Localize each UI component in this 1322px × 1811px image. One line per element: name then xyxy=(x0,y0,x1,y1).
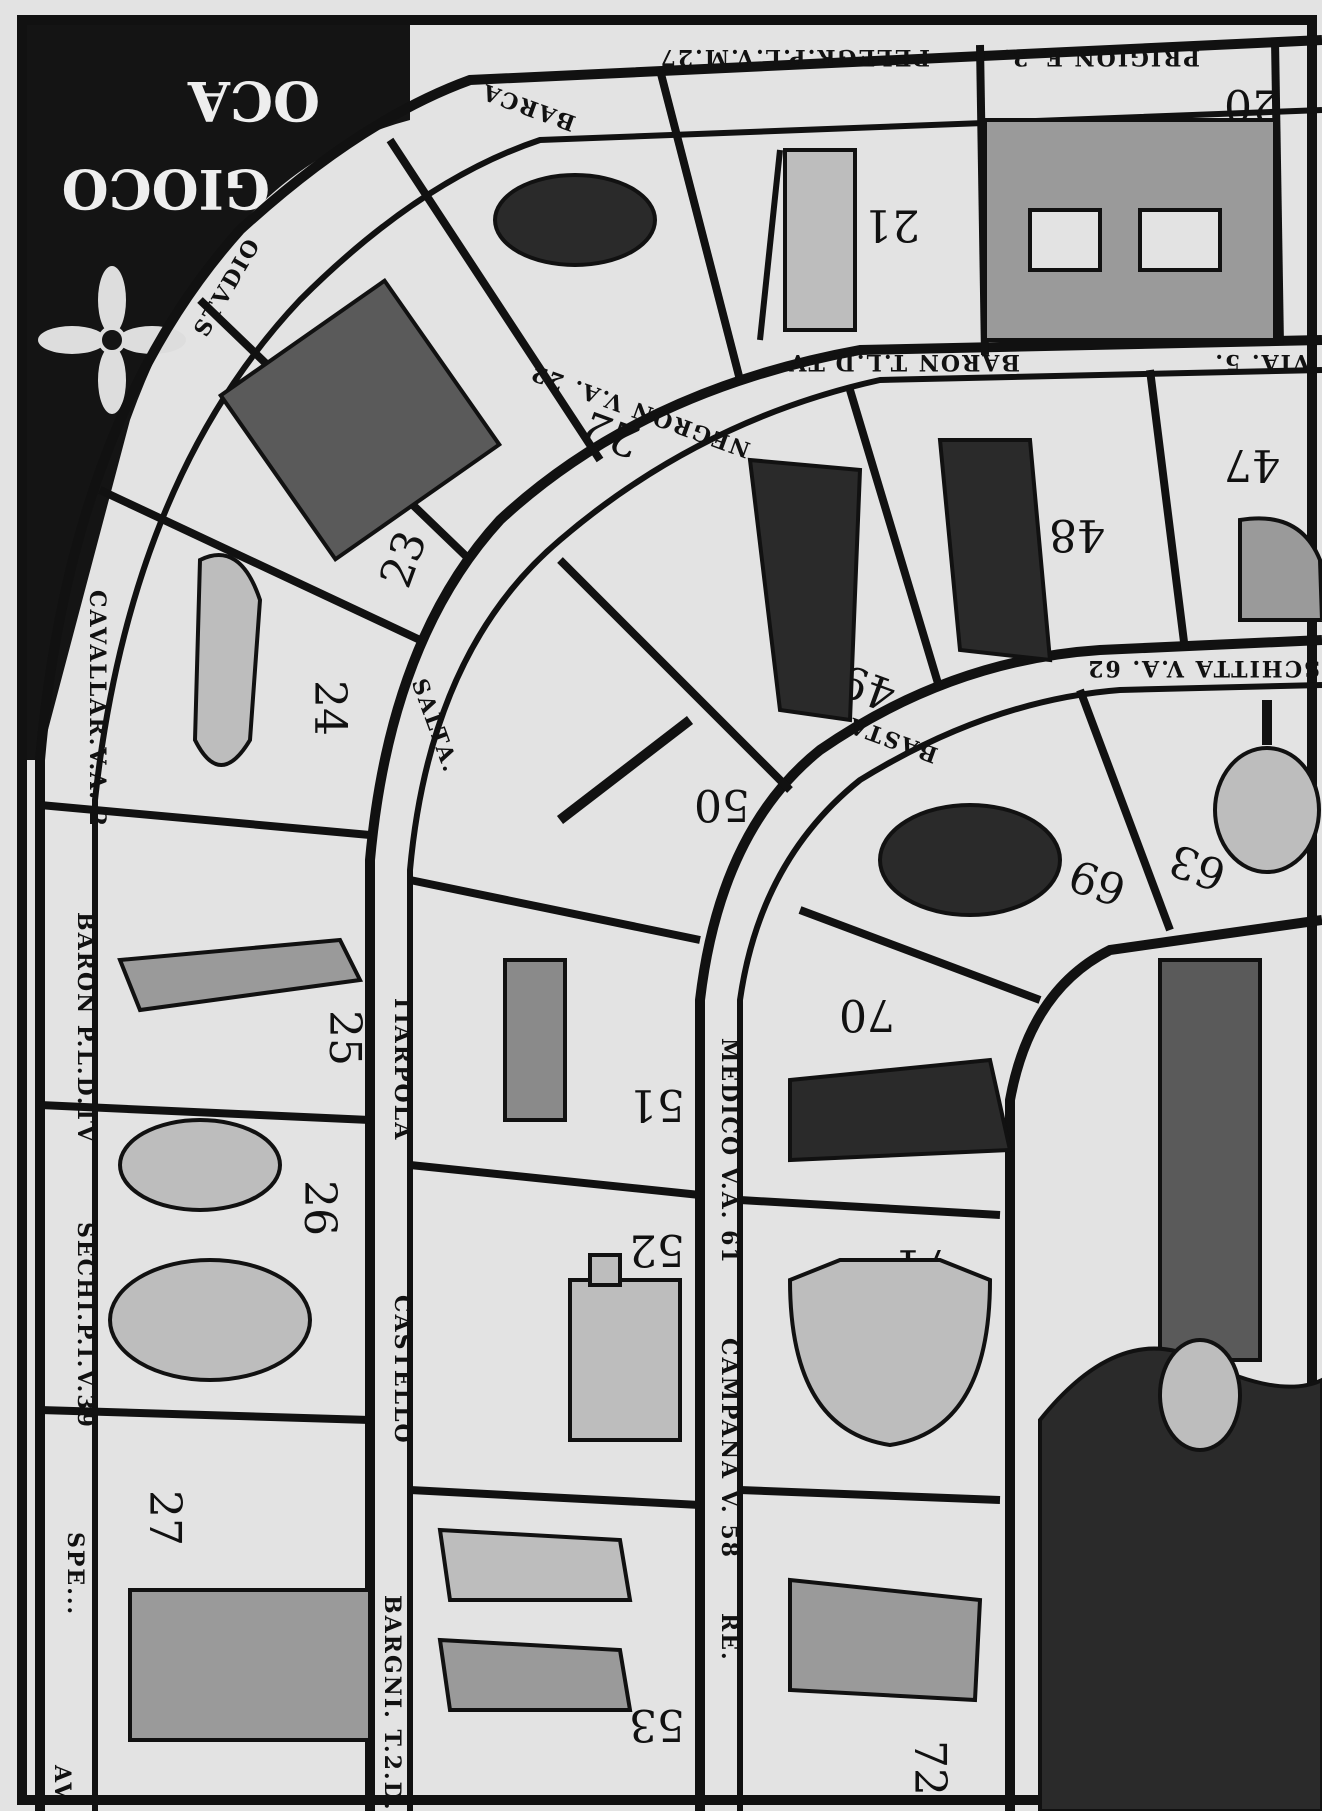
cup-icon xyxy=(878,803,1062,917)
board-title-upper: OCA xyxy=(187,69,320,133)
baron-48-figure-icon xyxy=(937,438,1053,663)
middle-track xyxy=(407,367,1322,1811)
number-72: 72 xyxy=(904,1740,955,1796)
title-corner xyxy=(27,25,410,760)
inn-icon xyxy=(128,1588,372,1742)
inner-dividers xyxy=(739,688,1174,1504)
castle-icon xyxy=(568,1253,682,1442)
label-25: BARON P.L.D.TV xyxy=(72,912,98,1144)
racket-icon xyxy=(1213,700,1321,874)
figure-47-icon xyxy=(1238,516,1322,622)
number-47: 47 xyxy=(1224,439,1280,490)
edge-fragment: AV xyxy=(49,1764,75,1802)
label-26: SECHI.P.I.V.39 xyxy=(72,1222,98,1429)
space-pictures xyxy=(108,118,1322,1811)
label-47: VIA. 5. xyxy=(1213,349,1311,375)
inner-track xyxy=(737,682,1322,1811)
number-48: 48 xyxy=(1049,509,1105,560)
label-27: SPE... xyxy=(62,1532,88,1616)
label-70: MEDICO V.A. 61 xyxy=(716,1038,742,1265)
number-50: 50 xyxy=(694,779,750,830)
number-27: 27 xyxy=(139,1490,190,1546)
label-71: CAMPANA V. 58 xyxy=(716,1338,742,1559)
label-53: BARGNI. T.2.D.TVI xyxy=(379,1595,405,1811)
boat-icon xyxy=(493,173,657,267)
number-26: 26 xyxy=(294,1180,345,1236)
number-24: 24 xyxy=(304,680,355,736)
number-52: 52 xyxy=(629,1224,685,1275)
label-24: CAVALLAR.V.A. 2 xyxy=(84,590,110,828)
label-20: PRIGION F. 2. xyxy=(1001,44,1200,70)
label-48: BARON T.L.D.TV xyxy=(787,349,1020,375)
prison-icon xyxy=(983,118,1277,342)
board-frame xyxy=(17,15,1317,1805)
number-51: 51 xyxy=(629,1079,685,1130)
gauntlet-icon xyxy=(192,553,263,767)
baron-figure-icon xyxy=(117,937,364,1013)
study-desk-icon xyxy=(217,277,503,563)
number-53: 53 xyxy=(629,1699,685,1750)
trap-chair-icon xyxy=(503,958,567,1122)
doctor-figure-icon xyxy=(788,1057,1013,1163)
label-52: CASTELLO xyxy=(389,1295,415,1445)
jugs-icon xyxy=(108,1118,312,1382)
king-figure-icon xyxy=(788,1577,983,1703)
pilgrim-icon xyxy=(757,148,857,341)
bell-icon xyxy=(787,1258,993,1448)
hermit-scene-icon xyxy=(1038,958,1322,1811)
middle-dividers xyxy=(409,369,1189,1509)
label-62: SCHITTA V.A. 62 xyxy=(1086,655,1320,681)
outer-track xyxy=(35,35,1322,1811)
label-72: RE. xyxy=(716,1613,742,1662)
board-title-lower: GIOCO xyxy=(62,157,270,221)
negron-figure-icon xyxy=(747,457,863,723)
label-21: PELEGR.P.L.V.M.27 xyxy=(659,44,930,70)
outer-dividers xyxy=(39,39,1284,1424)
number-70: 70 xyxy=(839,989,895,1040)
number-25: 25 xyxy=(319,1010,370,1066)
leaping-figure-icon xyxy=(556,716,694,824)
two-figures-icon xyxy=(437,1527,633,1712)
flower-ornament-icon xyxy=(38,266,186,414)
number-21: 21 xyxy=(864,199,920,250)
label-51: TIARPOLA xyxy=(389,995,415,1141)
